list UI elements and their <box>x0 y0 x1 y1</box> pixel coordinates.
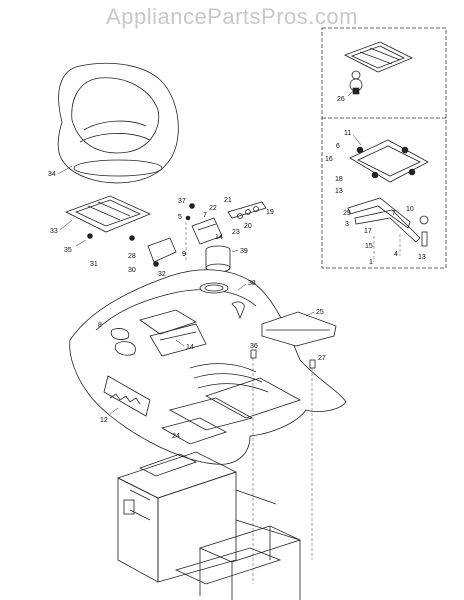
callout-32: 32 <box>158 271 166 278</box>
callout-21: 21 <box>224 197 232 204</box>
callout-27: 27 <box>318 355 326 362</box>
callout-13b: 13 <box>418 254 426 261</box>
callout-7-inset: 7 <box>392 210 396 217</box>
foot-pad: 25 <box>261 309 337 347</box>
callout-30: 30 <box>128 267 136 274</box>
fuel-cap: 39 <box>205 245 248 289</box>
side-skirt: 12 <box>100 375 151 424</box>
callout-18: 18 <box>335 176 343 183</box>
watermark-text: AppliancePartsPros.com <box>106 4 358 29</box>
callout-14: 14 <box>215 234 223 241</box>
callout-13: 13 <box>335 188 343 195</box>
callout-22: 22 <box>209 205 217 212</box>
callout-31: 31 <box>90 261 98 268</box>
callout-35: 35 <box>64 247 72 254</box>
fender-body: 38 8 14 24 <box>69 269 347 465</box>
callout-10: 10 <box>406 206 414 213</box>
callout-3: 3 <box>345 221 349 228</box>
callout-15: 15 <box>365 243 373 250</box>
callout-23: 23 <box>232 229 240 236</box>
inset-seat-bracket: 26 <box>337 41 413 103</box>
callout-34: 34 <box>48 171 56 178</box>
inset-seat-adjuster: 11 6 16 18 13 29 3 17 7 10 15 4 13 1 <box>325 130 429 266</box>
callout-20: 20 <box>244 223 252 230</box>
hinge-hardware: 28 30 32 37 5 9 7 22 14 23 21 20 19 <box>128 197 274 278</box>
callout-36: 36 <box>250 343 258 350</box>
callout-39: 39 <box>240 248 248 255</box>
callout-19: 19 <box>266 209 274 216</box>
callout-38: 38 <box>248 280 256 287</box>
callout-4: 4 <box>394 251 398 258</box>
callout-7: 7 <box>203 212 207 219</box>
callout-16: 16 <box>325 156 333 163</box>
callout-14b: 14 <box>186 344 194 351</box>
callout-8: 8 <box>98 322 102 329</box>
callout-11: 11 <box>344 130 351 137</box>
seat-pan-bracket: 33 35 31 <box>50 195 152 268</box>
seat: 34 <box>48 62 179 184</box>
callout-5: 5 <box>178 214 182 221</box>
screws-and-guides: 36 27 <box>250 343 326 584</box>
callout-26: 26 <box>337 96 345 103</box>
callout-29: 29 <box>343 210 351 217</box>
callout-12: 12 <box>100 417 108 424</box>
callout-9: 9 <box>182 251 186 258</box>
callout-6: 6 <box>336 143 340 150</box>
mower-frame <box>116 451 302 600</box>
callout-24: 24 <box>172 433 180 440</box>
callout-1: 1 <box>369 259 373 266</box>
callout-33: 33 <box>50 228 58 235</box>
callout-28: 28 <box>128 253 136 260</box>
callout-17: 17 <box>364 228 372 235</box>
callout-37: 37 <box>178 198 186 205</box>
callout-25: 25 <box>316 309 324 316</box>
